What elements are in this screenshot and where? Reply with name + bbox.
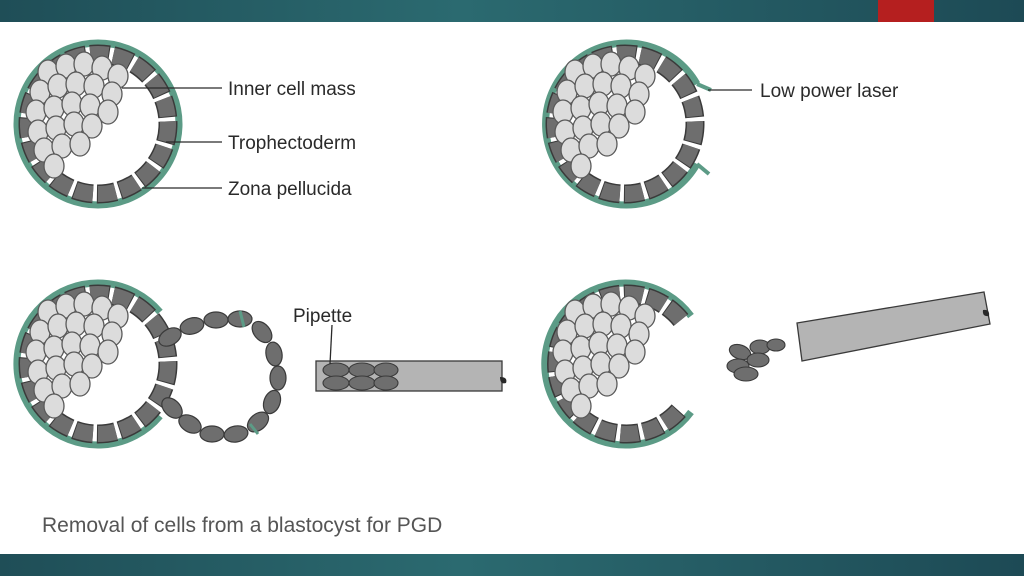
laser-gap-bottom: [695, 162, 711, 176]
slide-caption: Removal of cells from a blastocyst for P…: [42, 514, 443, 537]
blastocyst-herniating: [13, 279, 178, 449]
laser-gap-top: [696, 82, 712, 92]
pipette-left: [315, 360, 507, 392]
low-power-laser-label: Low power laser: [760, 81, 899, 102]
blastocyst-intact: [13, 39, 183, 209]
biopsied-cells: [726, 338, 786, 382]
trophectoderm-label: Trophectoderm: [228, 133, 356, 154]
pipette-right: [796, 291, 991, 362]
blastocyst-laser: [542, 39, 712, 209]
blastocyst-after-biopsy: [541, 279, 694, 449]
herniated-trophectoderm: [158, 310, 287, 443]
pipette-leader: [329, 324, 333, 365]
header-accent: [878, 0, 934, 22]
footer-bar: [0, 554, 1024, 576]
zona-pellucida-label: Zona pellucida: [228, 179, 352, 200]
inner-cell-mass-label: Inner cell mass: [228, 79, 356, 100]
pipette-label: Pipette: [293, 306, 352, 327]
header-bar: [0, 0, 1024, 22]
